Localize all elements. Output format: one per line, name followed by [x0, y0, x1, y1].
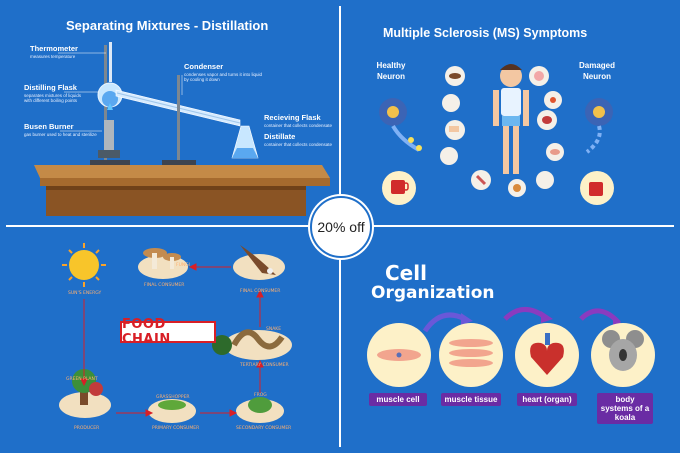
healthy-neuron-label: Healthy Neuron	[376, 61, 406, 81]
cell-org-illustration	[367, 307, 655, 387]
frog-icon	[236, 397, 284, 423]
receiving-flask-label: Recieving Flask	[264, 113, 321, 122]
distillate-sub: container that collects condensate	[264, 142, 333, 147]
tertiary-label: TERTIARY CONSUMER	[240, 363, 289, 368]
distilling-flask-label: Distilling Flask	[24, 83, 77, 92]
burner-label: Busen Burner	[24, 122, 74, 131]
sun-label: SUN'S ENERGY	[68, 291, 102, 296]
cup-icon-left	[382, 171, 416, 205]
cell-org-title-line1: Cell	[385, 261, 427, 285]
stage-heart: heart (organ)	[517, 393, 577, 406]
primary-label: PRIMARY CONSUMER	[152, 426, 200, 431]
final-consumer-left: FINAL CONSUMER	[144, 283, 185, 288]
distillation-panel: Separating Mixtures - Distillation	[0, 0, 339, 225]
thermometer-label: Thermometer	[30, 44, 78, 53]
frog-label: FROG	[254, 393, 267, 398]
stage-body-systems: body systems of a koala	[597, 393, 653, 424]
ms-illustration	[379, 64, 614, 205]
damaged-neuron-icon	[585, 98, 613, 154]
burner-sub: gas burner used to heat and sterilize	[24, 132, 97, 137]
condenser-sub: condenses vapor and turns it into liquid…	[184, 72, 263, 82]
food-chain-panel: SUN'S ENERGY FUNGI FINAL CONSUMER FINAL …	[0, 227, 339, 453]
snake-icon	[212, 329, 292, 360]
distillation-title: Separating Mixtures - Distillation	[66, 18, 269, 33]
ms-title: Multiple Sclerosis (MS) Symptoms	[383, 26, 588, 40]
grasshopper-icon	[148, 399, 196, 423]
eagle-icon	[233, 245, 285, 280]
snake-label: SNAKE	[266, 327, 282, 332]
discount-badge[interactable]: 20% off	[310, 196, 372, 258]
ms-panel: Multiple Sclerosis (MS) Symptoms Healthy…	[341, 0, 680, 225]
secondary-label: SECONDARY CONSUMER	[236, 426, 292, 431]
condenser-label: Condenser	[184, 62, 224, 71]
distillate-label: Distillate	[264, 132, 296, 141]
food-chain-title: FOOD CHAIN	[120, 317, 216, 347]
receiving-flask-sub: container that collects condensate	[264, 123, 333, 128]
grasshopper-label: GRASSHOPPER	[156, 395, 190, 400]
symptom-icons	[440, 66, 564, 197]
person-figure	[493, 64, 529, 174]
thermometer-sub: measures temperature	[30, 54, 76, 59]
distillation-apparatus	[34, 42, 330, 216]
cup-icon-right	[580, 171, 614, 205]
stage-muscle-tissue: muscle tissue	[441, 393, 501, 406]
producer-label: PRODUCER	[74, 426, 100, 431]
stage-muscle-cell: muscle cell	[369, 393, 427, 406]
damaged-neuron-label: Damaged Neuron	[578, 61, 615, 81]
sun-icon	[62, 243, 106, 287]
healthy-neuron-icon	[379, 98, 422, 152]
distilling-flask-sub: separates mixtures of liquids with diffe…	[24, 93, 82, 103]
mushroom-icon	[138, 248, 188, 279]
fungi-label: FUNGI	[176, 263, 191, 268]
green-plant-label: GREEN PLANT	[66, 377, 98, 382]
food-chain-arrows	[80, 263, 264, 417]
final-consumer-right: FINAL CONSUMER	[240, 289, 281, 294]
cell-organization-panel: Cell Organization muscle cell muscle tis…	[341, 227, 680, 453]
food-chain-illustration	[59, 243, 292, 423]
cell-org-title-line2: Organization	[371, 283, 495, 303]
